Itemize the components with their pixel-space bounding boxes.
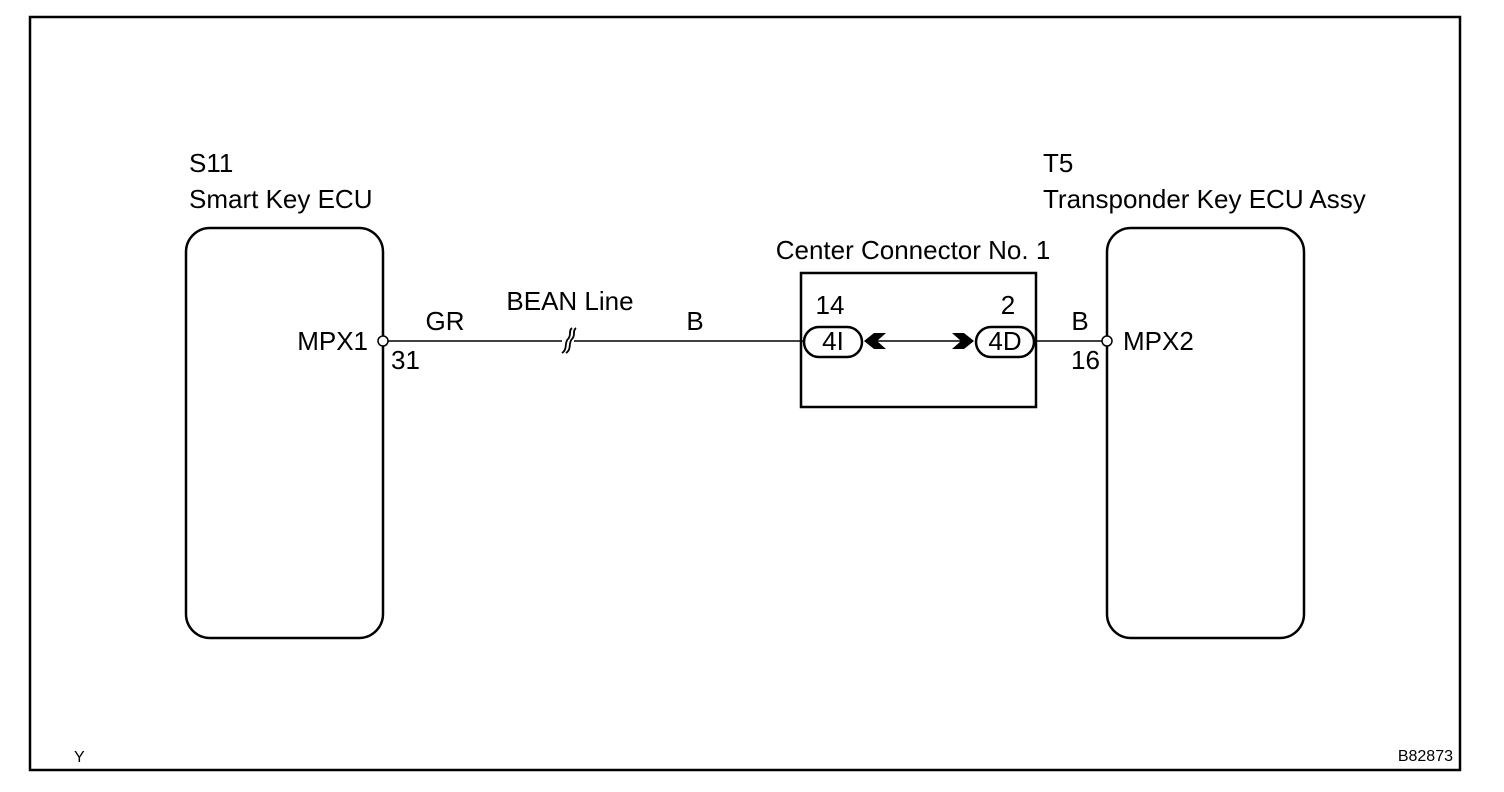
- footer-left-mark: Y: [74, 749, 85, 766]
- right-pin-number: 16: [1071, 345, 1100, 375]
- left-terminal-name: MPX1: [297, 326, 368, 356]
- right-component-code: T5: [1043, 148, 1073, 178]
- chevron-left-icon: [864, 333, 886, 349]
- diagram-frame: [28, 15, 1462, 772]
- figure-code: B82873: [1398, 748, 1453, 765]
- left-pin-number: 31: [391, 345, 420, 375]
- twisted-wire-icon: [561, 327, 577, 354]
- connector-4i-label: 4I: [822, 326, 844, 356]
- transponder-key-ecu-box: [1105, 226, 1306, 640]
- left-component-name: Smart Key ECU: [189, 184, 373, 214]
- connector-4d-label: 4D: [988, 326, 1021, 356]
- right-terminal-pin: [1101, 335, 1113, 347]
- chevron-right-icon: [952, 333, 974, 349]
- center-connector-title: Center Connector No. 1: [776, 235, 1051, 265]
- right-terminal-name: MPX2: [1123, 326, 1194, 356]
- center-connector-box: [799, 271, 1038, 409]
- wire-color-gr: GR: [426, 306, 465, 336]
- left-terminal-pin: [377, 335, 389, 347]
- center-left-pin-number: 14: [816, 290, 845, 320]
- wire-color-b-left: B: [686, 306, 703, 336]
- left-component-code: S11: [189, 148, 233, 178]
- wire-color-b-right: B: [1071, 306, 1088, 336]
- center-right-pin-number: 2: [1001, 290, 1015, 320]
- bean-line-label: BEAN Line: [506, 286, 633, 316]
- connector-4i-pill: [802, 325, 864, 359]
- connector-4d-pill: [974, 325, 1036, 359]
- right-component-name: Transponder Key ECU Assy: [1043, 184, 1366, 214]
- smart-key-ecu-box: [184, 226, 385, 640]
